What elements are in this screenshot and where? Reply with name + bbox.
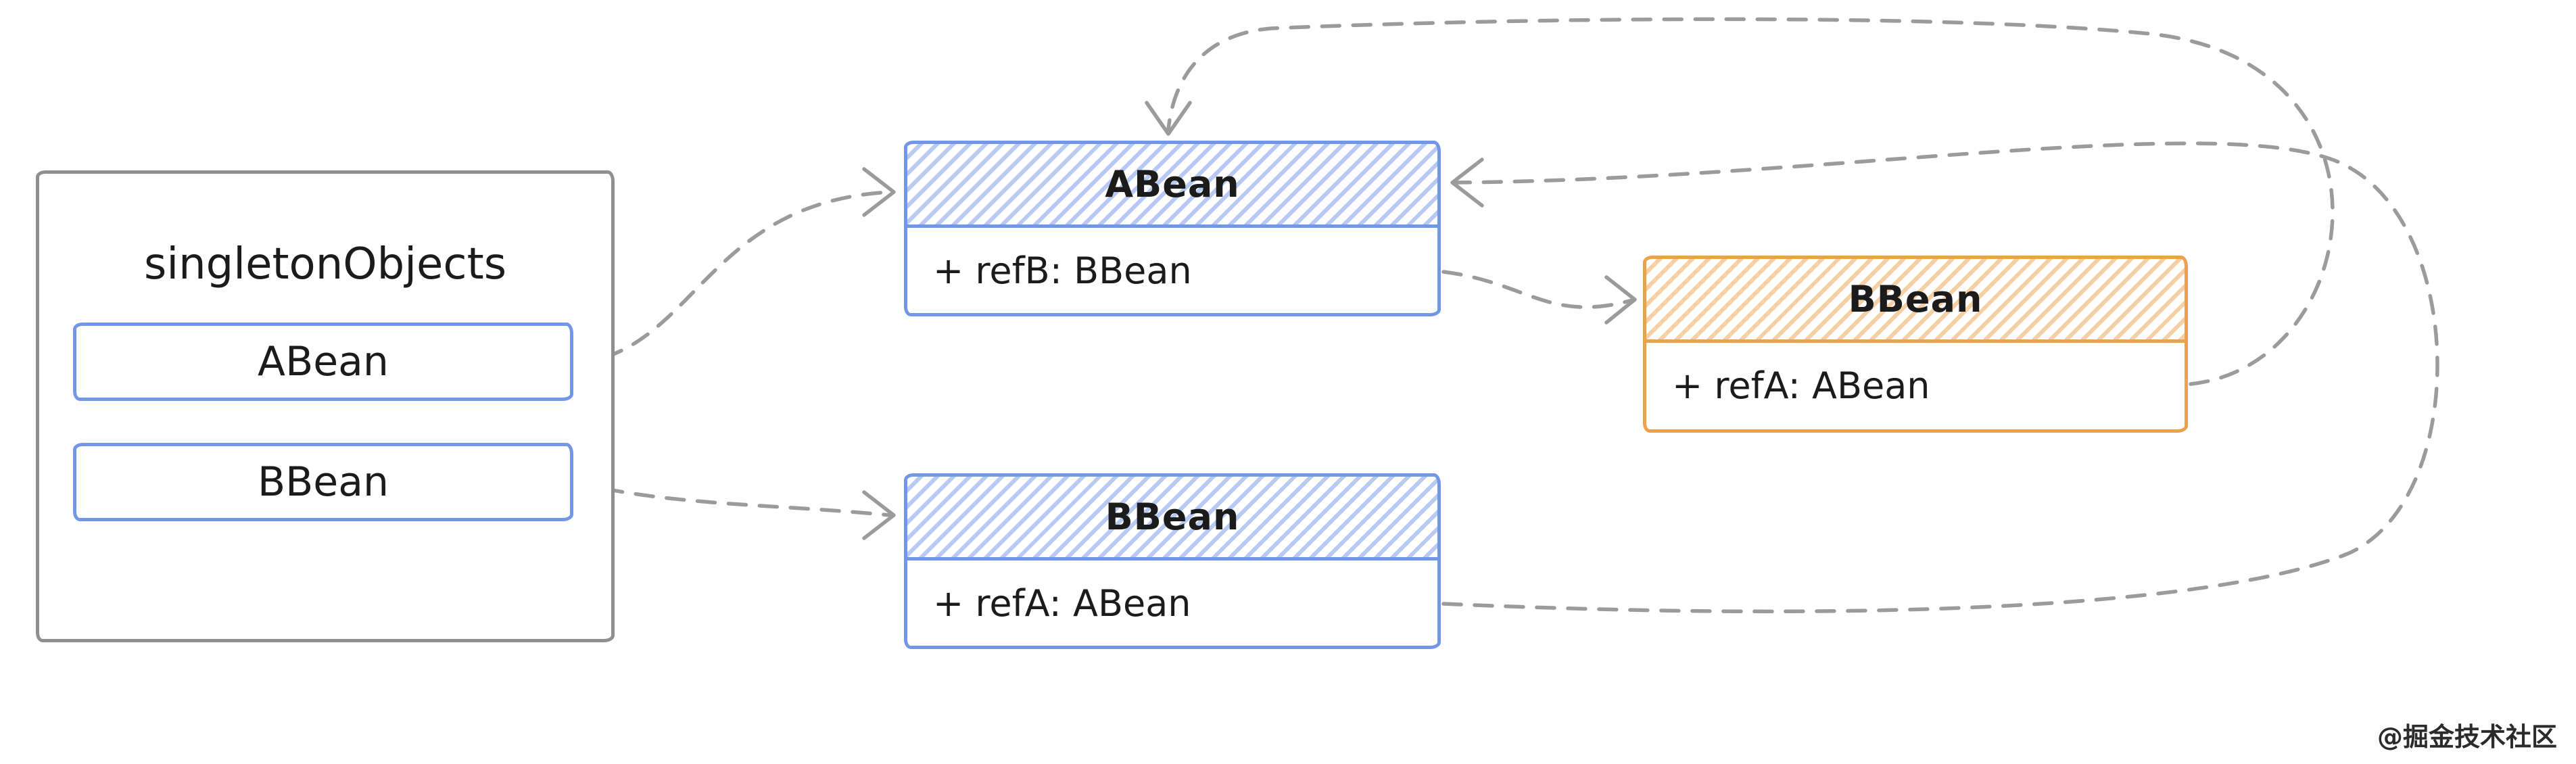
arrowhead-into-abean-top bbox=[1145, 101, 1192, 136]
class-box-abean: ABean + refB: BBean bbox=[904, 141, 1441, 316]
class-bbean-blue-field-text: + refA: ABean bbox=[933, 581, 1191, 625]
juejin-watermark: @掘金技术社区 bbox=[2377, 722, 2557, 752]
class-bbean-blue-field: + refA: ABean bbox=[907, 560, 1437, 646]
class-abean-title: ABean bbox=[1105, 163, 1240, 206]
class-bbean-blue-title: BBean bbox=[1105, 496, 1240, 538]
arrow-singleton-abean-to-class-abean bbox=[573, 190, 892, 366]
arrowhead-into-bbean-orange-left bbox=[1604, 275, 1637, 325]
arrowhead-into-class-bbean-left bbox=[862, 490, 896, 540]
arrow-abean-refb-to-bbean-orange bbox=[1441, 270, 1634, 310]
class-bbean-orange-field: + refA: ABean bbox=[1646, 343, 2185, 428]
class-abean-field-text: + refB: BBean bbox=[933, 249, 1192, 292]
singleton-entry-abean-label: ABean bbox=[258, 338, 389, 385]
class-abean-header: ABean bbox=[907, 144, 1437, 228]
class-box-bbean-blue: BBean + refA: ABean bbox=[904, 473, 1441, 649]
class-bbean-orange-title: BBean bbox=[1848, 278, 1983, 320]
arrowhead-into-abean-right bbox=[1450, 158, 1484, 208]
singleton-entry-bbean: BBean bbox=[73, 443, 573, 521]
arrow-singleton-bbean-to-class-bbean bbox=[573, 480, 892, 517]
singleton-entry-bbean-label: BBean bbox=[257, 458, 389, 506]
class-bbean-orange-header: BBean bbox=[1646, 259, 2185, 343]
singleton-entry-abean: ABean bbox=[73, 323, 573, 401]
class-bbean-blue-header: BBean bbox=[907, 477, 1437, 560]
class-bbean-orange-field-text: + refA: ABean bbox=[1672, 364, 1930, 407]
class-abean-field: + refB: BBean bbox=[907, 228, 1437, 313]
singleton-objects-title: singletonObjects bbox=[143, 239, 507, 289]
class-box-bbean-orange: BBean + refA: ABean bbox=[1643, 256, 2188, 433]
arrowhead-into-class-abean-left bbox=[862, 167, 896, 217]
singleton-objects-box bbox=[36, 170, 615, 642]
